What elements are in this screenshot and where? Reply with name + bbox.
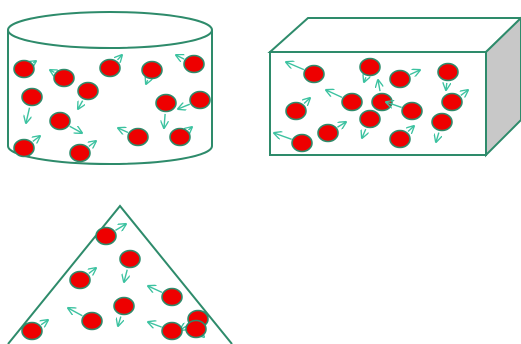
box-particle-11: [432, 114, 452, 131]
cyl-particle-3: [100, 60, 120, 77]
box-particle-13: [292, 135, 312, 152]
cyl-particle-13: [170, 129, 190, 146]
cyl-particle-12: [128, 129, 148, 146]
box-particle-2: [360, 59, 380, 76]
box-particle-6: [372, 94, 392, 111]
cone-particle-2: [120, 251, 140, 268]
cone-particle-6: [82, 313, 102, 330]
cone-container: [8, 206, 232, 344]
box-container: [270, 18, 521, 155]
box-particle-14: [390, 131, 410, 148]
cone-particle-9: [162, 323, 182, 340]
cone-particle-3: [70, 272, 90, 289]
cyl-particle-1: [14, 61, 34, 78]
box-particle-3: [390, 71, 410, 88]
cyl-particle-6: [22, 89, 42, 106]
box-particle-4: [438, 64, 458, 81]
cyl-particle-9: [190, 92, 210, 109]
cone-particle-4: [114, 298, 134, 315]
box-velocity-arrow-4: [446, 83, 447, 90]
cone-particle-8: [22, 323, 42, 340]
cyl-particle-7: [50, 113, 70, 130]
box-particle-1: [304, 66, 324, 83]
box-particle-7: [442, 94, 462, 111]
cyl-particle-4: [142, 62, 162, 79]
cyl-particle-11: [70, 145, 90, 162]
box-particle-9: [402, 103, 422, 120]
cyl-particle-2: [78, 83, 98, 100]
cone-particle-5: [162, 289, 182, 306]
cyl-particle-10: [14, 140, 34, 157]
cylinder-top-ellipse: [8, 12, 212, 48]
cyl-particle-5: [184, 56, 204, 73]
box-particle-5: [342, 94, 362, 111]
box-particle-12: [318, 125, 338, 142]
cyl-particle-8: [156, 95, 176, 112]
box-particle-8: [286, 103, 306, 120]
box-top-face: [270, 18, 521, 52]
cylinder-container: [8, 12, 212, 164]
cone-particle-1: [96, 228, 116, 245]
cyl-particle-14: [54, 70, 74, 87]
cone-particle-10: [186, 321, 206, 338]
box-particle-10: [360, 111, 380, 128]
